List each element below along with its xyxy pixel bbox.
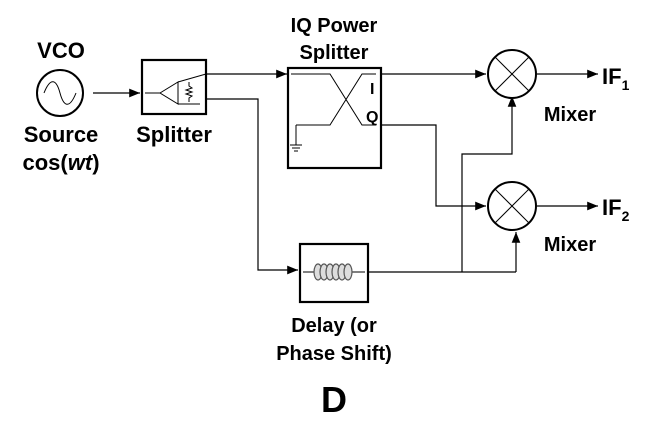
iq-splitter-title-line2: Splitter xyxy=(300,42,369,64)
vco-label-line1: Source xyxy=(24,122,99,147)
signal-wires xyxy=(93,69,598,275)
delay-label-line1: Delay (or xyxy=(291,315,377,337)
sine-wave-icon xyxy=(43,81,77,105)
if1-label: IF1 xyxy=(602,64,630,93)
mixer-2: Mixer IF2 xyxy=(487,181,630,256)
wire-delay-to-mixer1 xyxy=(461,96,517,272)
wire-q-to-mixer2 xyxy=(381,124,486,211)
vco-title: VCO xyxy=(37,38,85,63)
splitter-label: Splitter xyxy=(136,122,212,147)
mixer1-label: Mixer xyxy=(544,104,596,126)
resistor-icon xyxy=(184,82,194,102)
mixer2-label: Mixer xyxy=(544,234,596,256)
vco-label-line2: cos(wt) xyxy=(22,150,99,175)
iq-splitter-title-line1: IQ Power xyxy=(291,15,378,37)
splitter-triangle-icon xyxy=(159,81,179,105)
splitter-block: Splitter xyxy=(136,58,212,147)
if2-label: IF2 xyxy=(602,195,630,224)
splitter-box xyxy=(140,58,208,116)
port-q-label: Q xyxy=(366,109,378,126)
delay-label-line2: Phase Shift) xyxy=(276,343,392,365)
coil-icon xyxy=(313,263,353,281)
vco-source: VCO Source cos(wt) xyxy=(22,38,99,175)
delay-block: Delay (or Phase Shift) xyxy=(276,242,392,365)
wire-splitter-to-delay xyxy=(206,98,298,275)
port-i-label: I xyxy=(370,81,374,98)
mixer-1: Mixer IF1 xyxy=(487,49,630,126)
iq-power-splitter: IQ Power Splitter I Q xyxy=(286,15,383,170)
figure-letter: D xyxy=(321,379,347,420)
